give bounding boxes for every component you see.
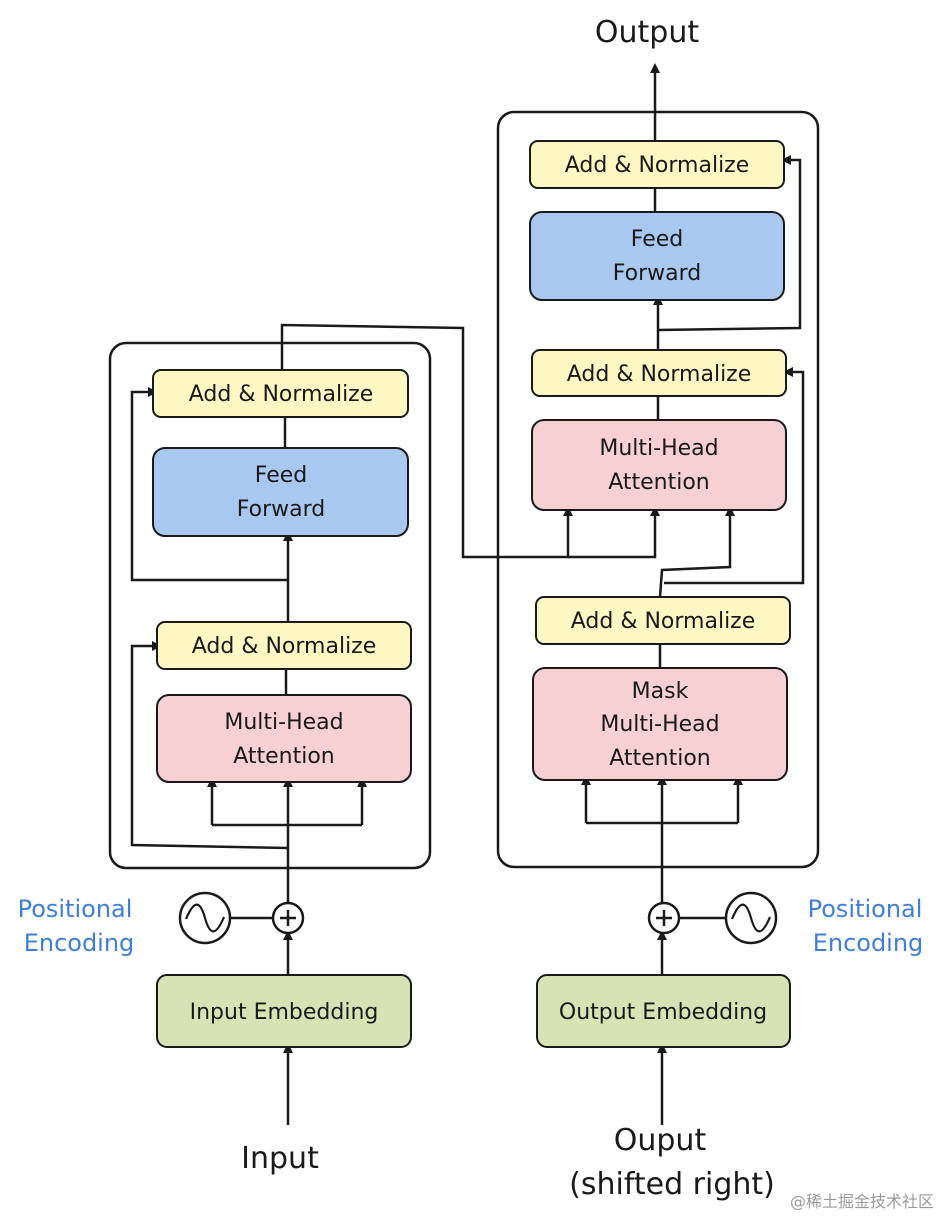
- decoder-feed-forward-box: [529, 211, 785, 301]
- encoder-to-decoder-line: [280, 323, 573, 559]
- decoder-masked-attention-label-3: Attention: [609, 746, 711, 771]
- decoder-positional-label-1: Positional: [808, 895, 923, 923]
- decoder-positional-label-2: Encoding: [813, 929, 924, 957]
- input-label: Input: [241, 1141, 319, 1176]
- encoder-feed-forward-box: [152, 447, 409, 537]
- decoder-masked-attention-label-1: Mask: [632, 679, 689, 704]
- decoder-masked-attention-label-2: Multi-Head: [600, 712, 719, 737]
- encoder-feed-forward-label-2: Forward: [237, 497, 325, 522]
- decoder-add-norm-top-box: [529, 140, 785, 189]
- decoder-add-norm-middle-label: Add & Normalize: [567, 362, 752, 387]
- encoder-attention-box: [156, 694, 412, 783]
- output-embedding-box: [536, 974, 791, 1048]
- decoder-add-norm-bottom-box: [535, 596, 791, 645]
- encoder-add-norm-top-label: Add & Normalize: [189, 382, 374, 407]
- output-shifted-label-2: (shifted right): [569, 1167, 775, 1202]
- decoder-masked-attention-box: [532, 667, 788, 781]
- decoder-cross-attention-label-1: Multi-Head: [599, 436, 718, 461]
- encoder-residual-1: [130, 641, 289, 850]
- encoder-feed-forward-label-1: Feed: [255, 463, 308, 488]
- decoder-residual-1: [664, 367, 805, 585]
- decoder-cross-attention-label-2: Attention: [608, 470, 710, 495]
- encoder-block: [108, 341, 432, 870]
- output-shifted-label-1: Ouput: [614, 1123, 707, 1158]
- decoder-residual-2: [657, 155, 802, 332]
- decoder-feed-forward-label-1: Feed: [631, 227, 684, 252]
- input-embedding-box: [156, 974, 412, 1048]
- encoder-positional-label-2: Encoding: [24, 929, 135, 957]
- watermark: @稀土掘金技术社区: [790, 1192, 934, 1211]
- decoder-add-norm-middle-box: [531, 349, 787, 397]
- decoder-cross-attention-box: [531, 419, 787, 511]
- input-embedding-label: Input Embedding: [190, 1000, 379, 1025]
- encoder-residual-2: [130, 387, 288, 582]
- decoder-add-norm-bottom-label: Add & Normalize: [571, 609, 756, 634]
- decoder-feed-forward-label-2: Forward: [613, 261, 701, 286]
- encoder-add-norm-top-box: [152, 369, 409, 418]
- encoder-add-norm-bottom-box: [156, 621, 412, 670]
- output-label: Output: [595, 15, 699, 50]
- decoder-add-norm-top-label: Add & Normalize: [565, 153, 750, 178]
- encoder-positional-label-1: Positional: [18, 895, 133, 923]
- decoder-block: [496, 110, 820, 869]
- encoder-attention-label-2: Attention: [233, 744, 335, 769]
- output-embedding-label: Output Embedding: [559, 1000, 767, 1025]
- encoder-add-norm-bottom-label: Add & Normalize: [192, 634, 377, 659]
- encoder-attention-label-1: Multi-Head: [224, 710, 343, 735]
